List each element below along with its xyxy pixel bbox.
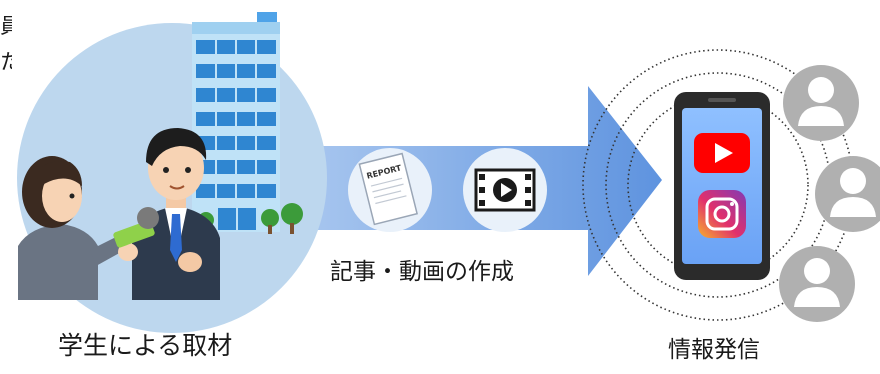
reporter-icon [18, 156, 138, 300]
youtube-icon [694, 133, 750, 173]
cropped-caption-text: 員 た [0, 14, 12, 74]
interview-caption: 学生による取材 [58, 331, 233, 360]
video-icon [463, 148, 547, 232]
interviewee-icon [132, 128, 220, 300]
report-icon: REPORT [348, 148, 432, 232]
creation-caption: 記事・動画の作成 [330, 259, 514, 285]
user-avatar-icon [783, 65, 859, 141]
smartphone-icon [674, 92, 770, 280]
instagram-icon [698, 190, 746, 238]
broadcast-caption: 情報発信 [668, 337, 760, 363]
building-icon [192, 12, 280, 232]
cropped-caption: 員 た [0, 8, 12, 80]
user-avatar-icon [779, 246, 855, 322]
interview-scene [17, 12, 327, 333]
user-avatar-icon [815, 156, 880, 232]
microphone-icon [113, 207, 159, 248]
